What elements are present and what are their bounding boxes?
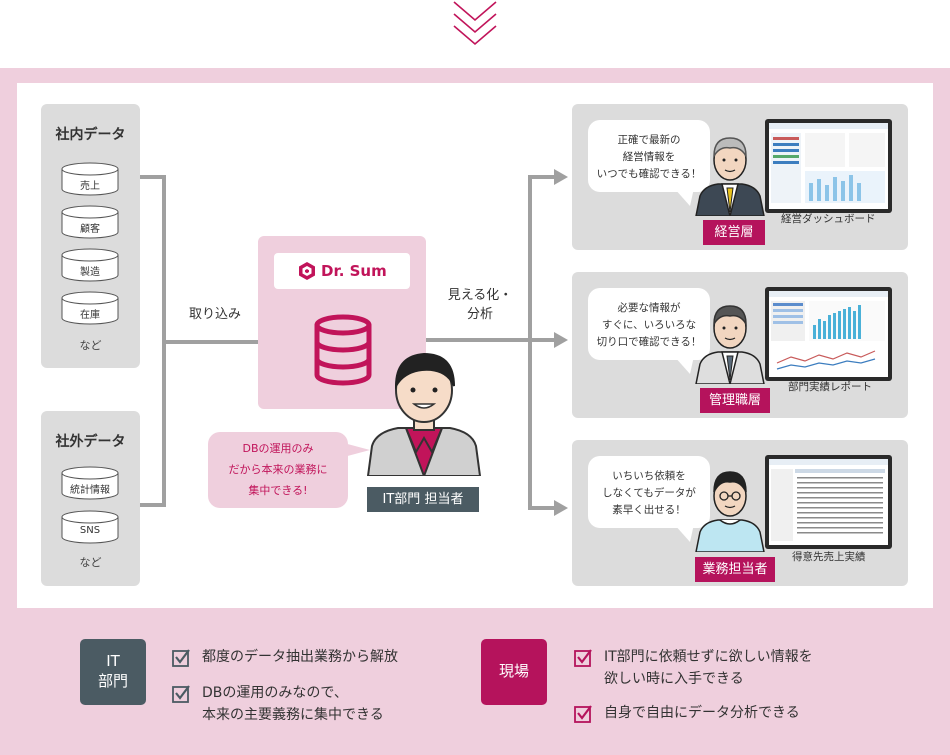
external-data-note: など (79, 556, 102, 569)
target-panel-manager: 必要な情報が すぐに、いろいろな 切り口で確認できる！ (572, 272, 908, 418)
bubble-tail (674, 356, 694, 374)
benefit-line: 欲しい時に入手できる (604, 671, 744, 687)
bubble-line: 必要な情報が (617, 302, 681, 314)
database-cylinder: 製造 (61, 248, 119, 282)
bubble-line: すぐに、いろいろな (601, 319, 697, 331)
database-label: 在庫 (80, 310, 100, 321)
target-caption: 部門実績レポート (788, 381, 872, 393)
bubble-tail (340, 442, 370, 458)
it-staff-illustration (366, 352, 482, 476)
badge-line: IT (106, 652, 120, 670)
sales-thumbnail (769, 459, 888, 541)
target-caption: 経営ダッシュボード (781, 213, 876, 225)
database-label: 製造 (80, 267, 100, 278)
checkbox-icon (172, 649, 190, 667)
bubble-line: DBの運用のみ (242, 442, 314, 455)
badge-line: 部門 (97, 672, 128, 690)
benefit-line: 自身で自由にデータ分析できる (604, 705, 800, 721)
bubble-line: いつでも確認できる！ (596, 168, 702, 180)
drsum-logo-icon (299, 262, 315, 280)
database-label: 顧客 (80, 224, 100, 235)
target-panel-staff: いちいち依頼を しなくてもデータが 素早く出せる！ (572, 440, 908, 586)
connector-line (528, 175, 532, 510)
benefit-item: 自身で自由にデータ分析できる (604, 702, 800, 724)
dashboard-thumbnail (769, 123, 888, 203)
database-label: 統計情報 (70, 485, 110, 496)
benefit-line: 本来の主要義務に集中できる (202, 707, 384, 723)
target-badge: 管理職層 (700, 388, 770, 413)
it-staff-badge: IT部門 担当者 (367, 487, 479, 512)
staff-illustration (695, 471, 765, 552)
report-thumbnail (769, 291, 888, 370)
connector-line (140, 503, 164, 507)
checkbox-icon (574, 705, 592, 723)
bubble-line: 経営情報を (622, 151, 676, 163)
visualize-label-line2: 分析 (466, 307, 493, 322)
target-caption: 得意先売上実績 (792, 551, 866, 563)
it-department-badge: IT 部門 (80, 639, 146, 705)
connector-line (426, 338, 532, 342)
target-badge: 業務担当者 (695, 557, 775, 582)
database-cylinder: 売上 (61, 162, 119, 196)
arrow-head-icon (554, 169, 568, 185)
database-icon (314, 314, 372, 386)
it-speech-bubble: DBの運用のみ だから本来の業務に 集中できる! (208, 432, 348, 508)
executive-illustration (695, 137, 765, 216)
down-chevron-icon (453, 1, 497, 46)
checkbox-icon (172, 685, 190, 703)
bubble-tail (674, 524, 694, 542)
internal-data-panel: 社内データ 売上 顧客 製造 在庫 など (41, 104, 140, 368)
target-speech-bubble: 必要な情報が すぐに、いろいろな 切り口で確認できる！ (588, 288, 710, 360)
benefit-line: IT部門に依頼せずに欲しい情報を (604, 649, 813, 665)
benefit-line: DBの運用のみなので、 (202, 685, 348, 701)
arrow-head-icon (554, 332, 568, 348)
drsum-logo-text: Dr. Sum (321, 262, 387, 280)
database-cylinder: 顧客 (61, 205, 119, 239)
report-screenshot (765, 287, 892, 381)
bubble-line: 集中できる! (248, 484, 308, 497)
database-cylinder: SNS (61, 510, 119, 544)
visualize-label-line1: 見える化・ (447, 288, 513, 303)
arrow-head-icon (554, 500, 568, 516)
database-label: SNS (79, 525, 101, 536)
bubble-line: 正確で最新の (617, 134, 681, 146)
bubble-line: 素早く出せる！ (612, 504, 686, 516)
connector-line (528, 175, 556, 179)
checkbox-icon (574, 649, 592, 667)
bubble-line: 切り口で確認できる！ (596, 336, 702, 348)
bubble-tail (674, 188, 694, 206)
field-badge: 現場 (481, 639, 547, 705)
drsum-logo: Dr. Sum (274, 253, 410, 289)
external-data-panel: 社外データ 統計情報 SNS など (41, 411, 140, 586)
benefit-line: 都度のデータ抽出業務から解放 (202, 649, 398, 665)
database-cylinder: 統計情報 (61, 466, 119, 500)
target-badge: 経営層 (703, 220, 765, 245)
database-cylinder: 在庫 (61, 291, 119, 325)
dashboard-screenshot (765, 119, 892, 213)
target-speech-bubble: 正確で最新の 経営情報を いつでも確認できる！ (588, 120, 710, 192)
benefit-item: 都度のデータ抽出業務から解放 (202, 646, 398, 668)
external-data-title: 社外データ (55, 434, 126, 450)
connector-line (528, 506, 556, 510)
target-speech-bubble: いちいち依頼を しなくてもデータが 素早く出せる！ (588, 456, 710, 528)
connector-line (140, 175, 164, 179)
internal-data-title: 社内データ (55, 127, 126, 143)
visualize-label: 見える化・ 分析 (440, 286, 520, 324)
bubble-line: だから本来の業務に (228, 463, 328, 476)
bubble-line: しなくてもデータが (602, 487, 696, 499)
manager-illustration (695, 305, 765, 384)
database-label: 売上 (80, 181, 100, 192)
internal-data-note: など (79, 339, 102, 352)
ingest-label: 取り込み (188, 307, 241, 322)
target-panel-executive: 正確で最新の 経営情報を いつでも確認できる！ (572, 104, 908, 250)
benefit-item: IT部門に依頼せずに欲しい情報を 欲しい時に入手できる (604, 646, 813, 690)
badge-line: 現場 (498, 662, 529, 680)
connector-line (162, 340, 258, 344)
sales-screenshot (765, 455, 892, 549)
benefit-item: DBの運用のみなので、 本来の主要義務に集中できる (202, 682, 384, 726)
bubble-line: いちいち依頼を (612, 470, 686, 482)
connector-line (528, 338, 556, 342)
